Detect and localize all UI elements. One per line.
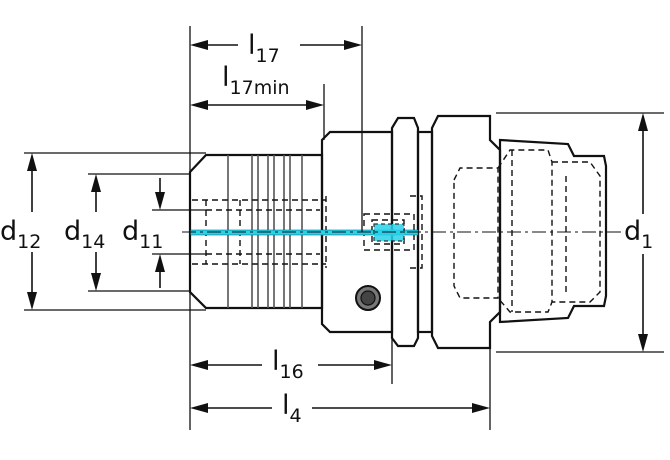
label-l4: l4 — [282, 390, 302, 427]
label-d14: d14 — [64, 216, 105, 253]
label-d11: d11 — [122, 216, 163, 253]
flange-ring — [390, 116, 420, 348]
label-l16: l16 — [272, 346, 304, 383]
coolant-port — [355, 285, 381, 311]
label-l17: l17 — [248, 30, 280, 67]
label-d12: d12 — [0, 216, 41, 253]
dimension-lines — [27, 40, 648, 413]
label-d1: d1 — [624, 216, 653, 253]
extension-lines — [24, 26, 664, 430]
label-l17min: l17min — [222, 62, 290, 99]
dimension-labels: l17 l17min l16 l4 d12 d14 d11 d1 — [0, 30, 653, 427]
hsk-taper — [498, 138, 608, 324]
